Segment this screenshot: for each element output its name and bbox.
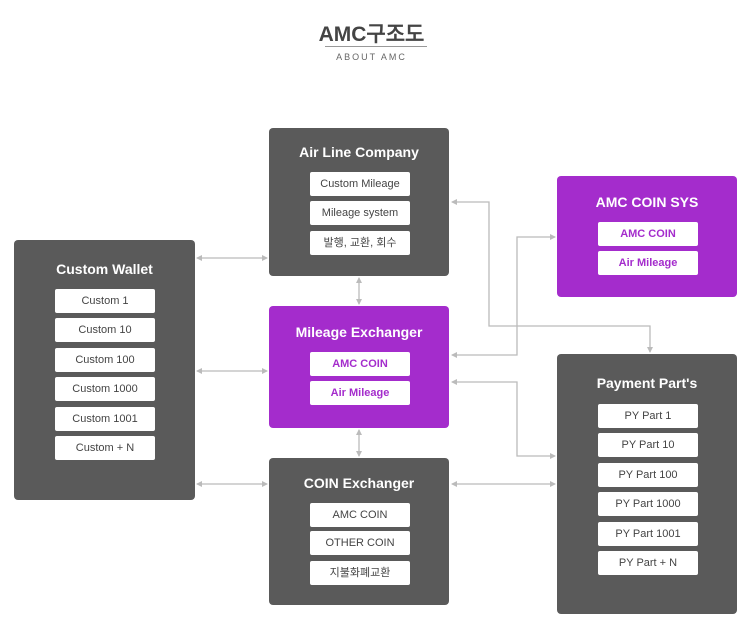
coin-ex-item-other-coin: OTHER COIN (310, 531, 410, 555)
page-subtitle: ABOUT AMC (336, 52, 407, 62)
payment-item-py-part-100: PY Part 100 (598, 463, 698, 487)
mileage-exchanger-box: Mileage Exchanger AMC COIN Air Mileage (269, 306, 449, 428)
connector-mileage-exchanger-amc-sys (451, 234, 556, 358)
airline-item-issue-exchange: 발행, 교환, 회수 (310, 231, 410, 255)
title-underline (325, 46, 427, 47)
wallet-item-custom-10: Custom 10 (55, 318, 155, 342)
wallet-item-custom-1: Custom 1 (55, 289, 155, 313)
mileage-ex-item-amc-coin: AMC COIN (310, 352, 410, 376)
connector-airline-payment (451, 199, 653, 353)
coin-exchanger-title: COIN Exchanger (303, 475, 415, 491)
amc-sys-item-amc-coin: AMC COIN (598, 222, 698, 246)
payment-item-py-part-n: PY Part + N (598, 551, 698, 575)
page-title: AMC구조도 (318, 23, 425, 46)
airline-company-title: Air Line Company (299, 144, 419, 160)
custom-wallet-title: Custom Wallet (56, 261, 153, 277)
coin-ex-item-currency-exchange: 지불화폐교환 (310, 561, 410, 585)
custom-wallet-box: Custom Wallet Custom 1 Custom 10 Custom … (14, 240, 195, 500)
amc-sys-item-air-mileage: Air Mileage (598, 251, 698, 275)
payment-item-py-part-1001: PY Part 1001 (598, 522, 698, 546)
payment-item-py-part-1: PY Part 1 (598, 404, 698, 428)
coin-ex-item-amc-coin: AMC COIN (310, 503, 410, 527)
mileage-exchanger-title: Mileage Exchanger (295, 324, 423, 340)
amc-coin-sys-title: AMC COIN SYS (595, 194, 699, 210)
payment-parts-box: Payment Part's PY Part 1 PY Part 10 PY P… (557, 354, 737, 614)
payment-parts-title: Payment Part's (596, 375, 698, 391)
amc-coin-sys-box: AMC COIN SYS AMC COIN Air Mileage (557, 176, 737, 297)
payment-item-py-part-10: PY Part 10 (598, 433, 698, 457)
payment-item-py-part-1000: PY Part 1000 (598, 492, 698, 516)
wallet-item-custom-n: Custom + N (55, 436, 155, 460)
connector-mileage-exchanger-payment (451, 379, 556, 459)
wallet-item-custom-100: Custom 100 (55, 348, 155, 372)
wallet-item-custom-1000: Custom 1000 (55, 377, 155, 401)
airline-company-box: Air Line Company Custom Mileage Mileage … (269, 128, 449, 276)
airline-item-mileage-system: Mileage system (310, 201, 410, 225)
coin-exchanger-box: COIN Exchanger AMC COIN OTHER COIN 지불화폐교… (269, 458, 449, 605)
wallet-item-custom-1001: Custom 1001 (55, 407, 155, 431)
mileage-ex-item-air-mileage: Air Mileage (310, 381, 410, 405)
airline-item-custom-mileage: Custom Mileage (310, 172, 410, 196)
